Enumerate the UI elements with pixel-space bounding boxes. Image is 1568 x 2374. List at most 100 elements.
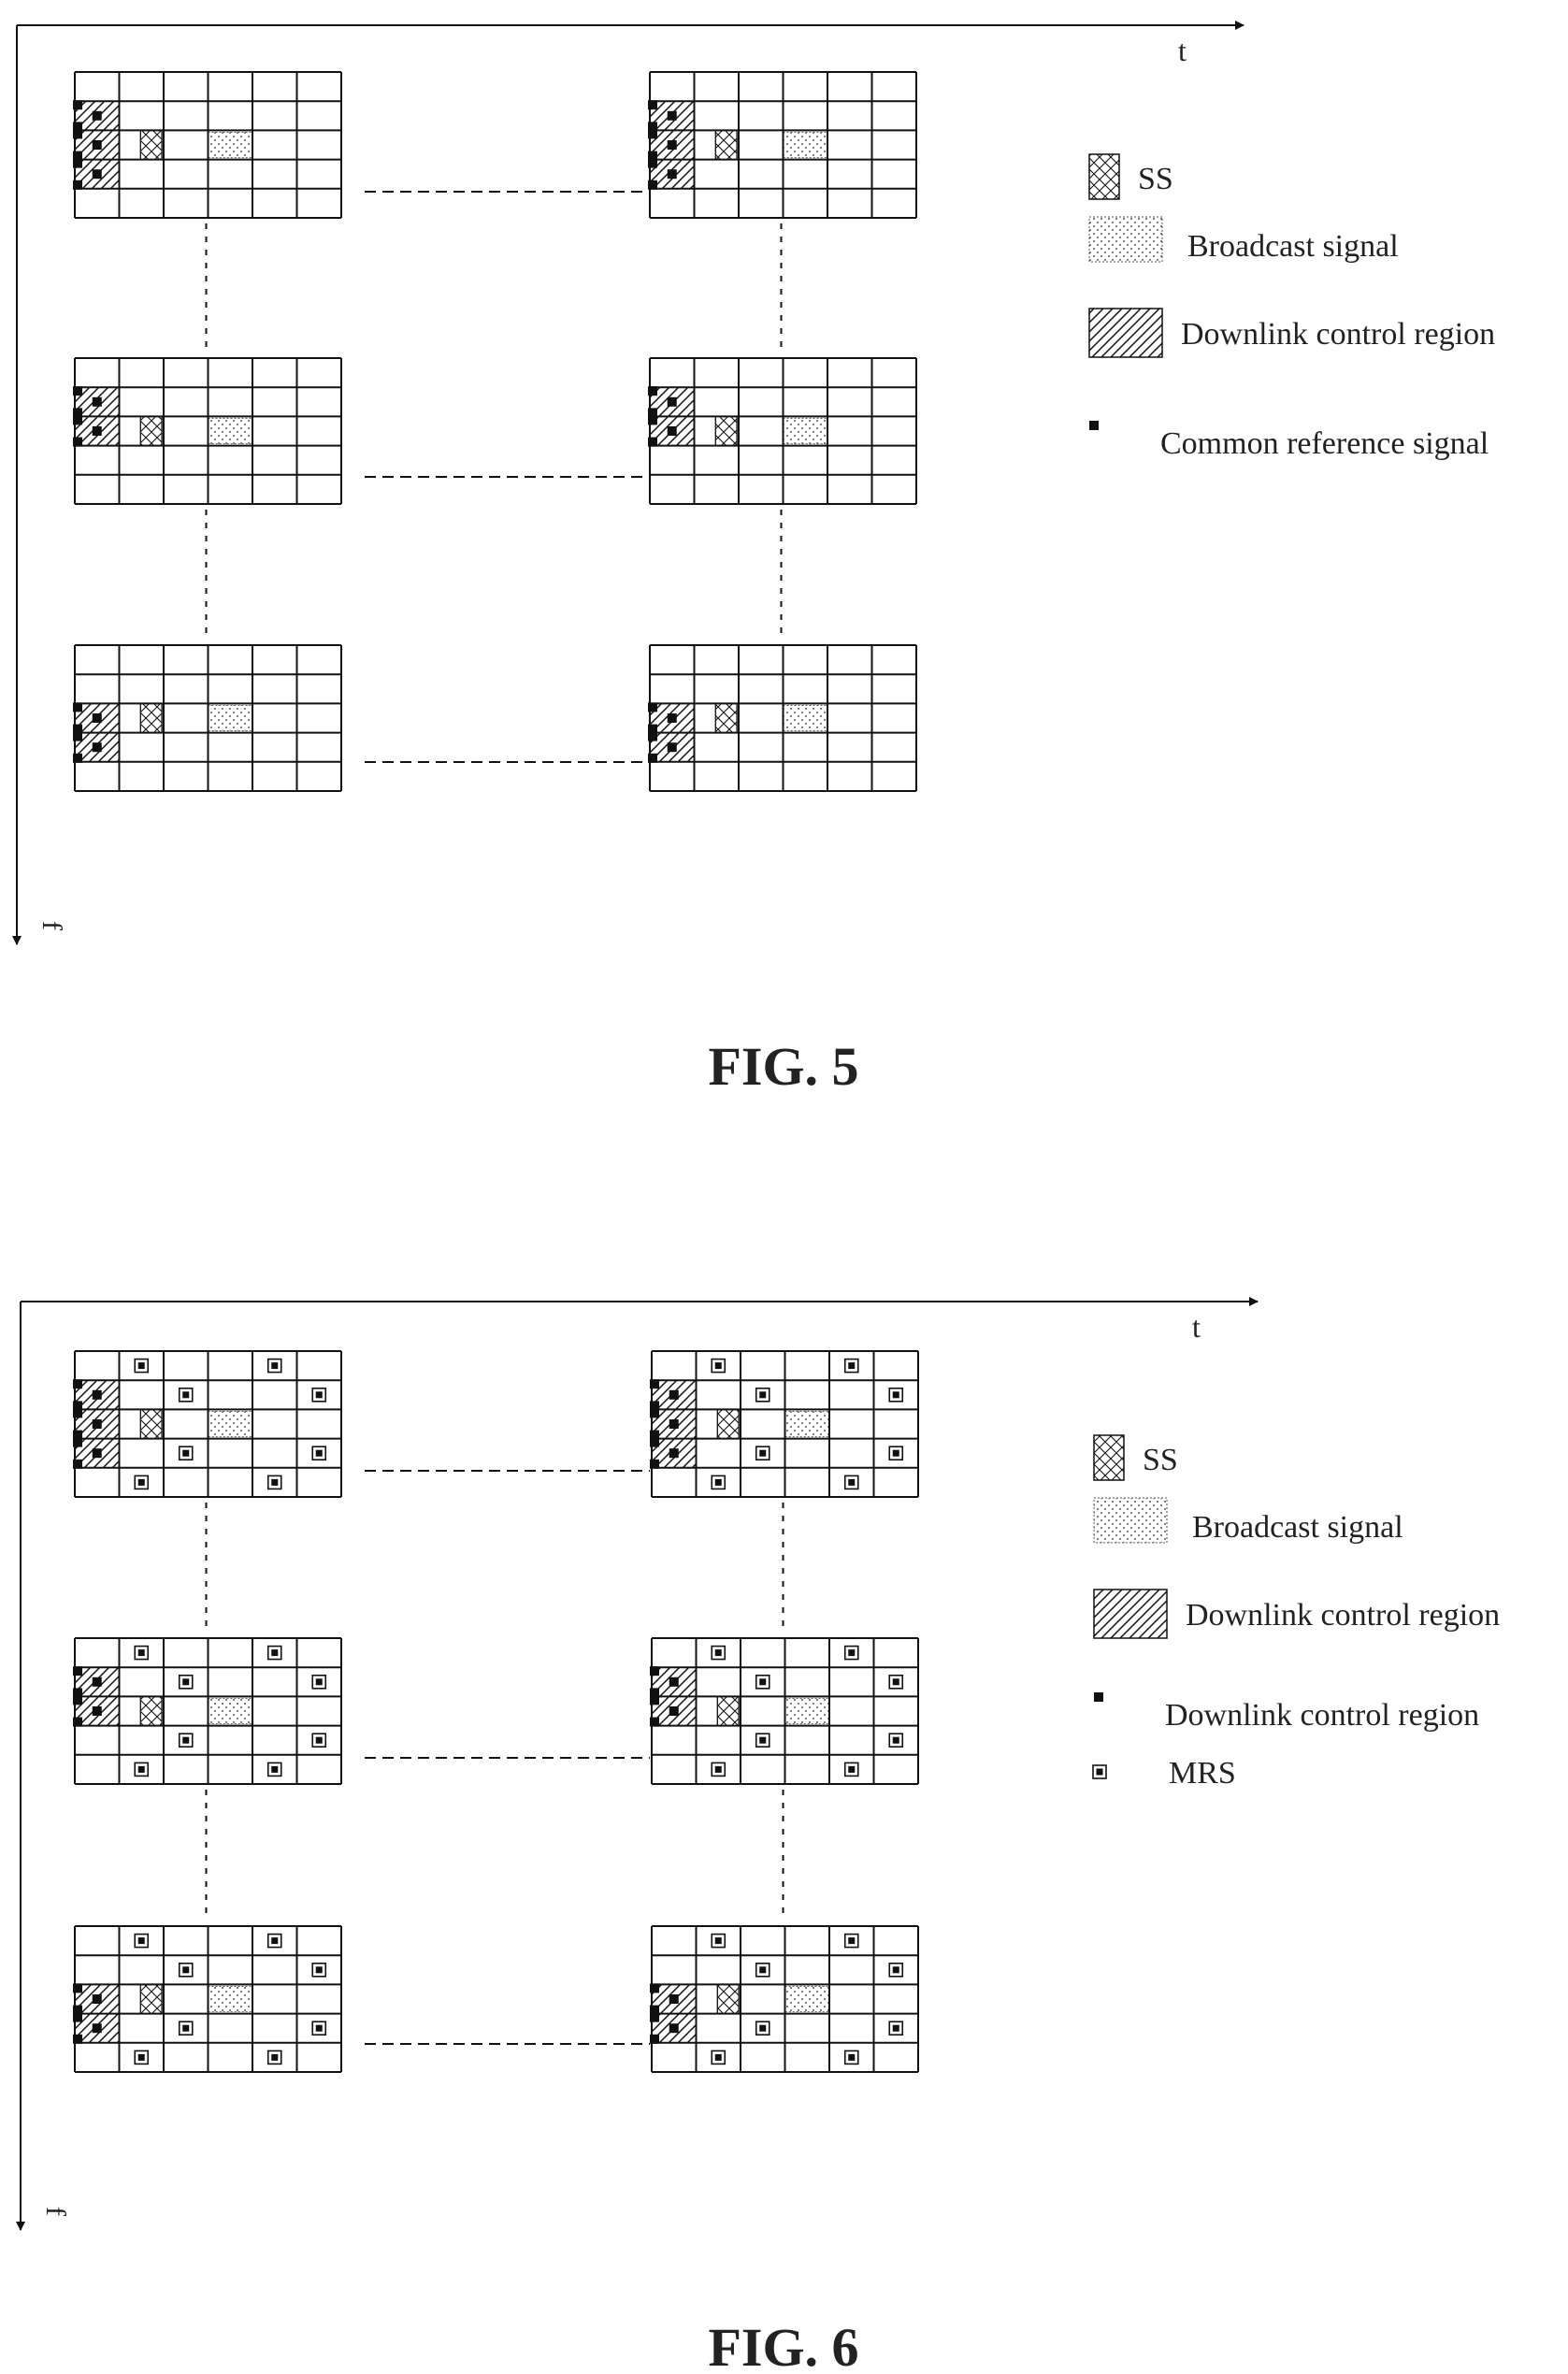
fig6-legend-dl_control-swatch xyxy=(1094,1590,1167,1638)
fig6-block-2-left-crs-mark xyxy=(93,2023,102,2033)
fig6-block-2-left-mrs-mark-core xyxy=(182,2025,189,2032)
fig5-t-label: t xyxy=(1178,34,1187,67)
fig6-block-2-left-mrs-mark-core xyxy=(316,1966,323,1973)
fig6-t-label: t xyxy=(1192,1310,1201,1344)
fig6-block-0-right-mrs-mark-core xyxy=(715,1479,722,1486)
fig6-legend-ss-swatch xyxy=(1094,1435,1124,1480)
fig6-block-2-left-mrs-mark-core xyxy=(316,2025,323,2032)
fig6-block-2-left-mrs-mark-core xyxy=(138,2054,145,2061)
fig6-block-0-left-mrs-mark-core xyxy=(316,1391,323,1398)
fig6-block-0-right-crs-mark xyxy=(669,1448,679,1458)
fig6-block-0-left-mrs-mark-core xyxy=(138,1362,145,1369)
fig6-block-1-right-mrs-mark-core xyxy=(893,1678,899,1685)
fig5-f-label: f xyxy=(36,921,67,930)
fig6-block-1-right-crs-mark xyxy=(669,1706,679,1716)
fig5-block-0-right-ss-cell xyxy=(715,130,737,159)
fig6-legend-broadcast-swatch xyxy=(1094,1498,1167,1543)
fig6-block-0-right-mrs-mark-core xyxy=(759,1450,766,1457)
fig6-block-1-right-mrs-mark-core xyxy=(848,1766,855,1773)
fig6-block-0-right-ss-cell xyxy=(717,1409,739,1438)
fig5-block-2-right-ss-cell xyxy=(715,703,737,732)
fig6-block-0-left-mrs-mark-core xyxy=(182,1391,189,1398)
fig6-legend-crs-swatch xyxy=(1094,1692,1103,1702)
fig6-legend-mrs-label: MRS xyxy=(1169,1756,1236,1791)
fig6-block-2-left-mrs-mark-core xyxy=(138,1937,145,1944)
fig5-legend-dl_control-label: Downlink control region xyxy=(1181,317,1495,352)
fig6-block-2-right-broadcast-cell xyxy=(785,1986,830,2011)
fig6-block-1-left-crs-mark xyxy=(93,1706,102,1716)
fig6-block-2-right-mrs-mark-core xyxy=(848,2054,855,2061)
fig5-block-1-left-crs-mark xyxy=(93,397,102,407)
fig6-block-1-left-crs-mark xyxy=(93,1677,102,1687)
fig5-block-2-right-crs-mark xyxy=(668,713,677,723)
fig5-block-2-right-crs-mark xyxy=(668,742,677,752)
fig6-block-1-left-mrs-mark-core xyxy=(138,1649,145,1656)
fig5-block-1-right-crs-mark xyxy=(668,397,677,407)
fig6-block-2-left-mrs-mark-core xyxy=(182,1966,189,1973)
fig5-block-1-right-broadcast-cell xyxy=(784,418,828,443)
fig6-block-0-left-ss-cell xyxy=(140,1409,162,1438)
fig5-block-1-left-crs-mark xyxy=(93,426,102,436)
fig6-block-1-left-mrs-mark-core xyxy=(271,1649,278,1656)
fig6-block-2-right-crs-mark xyxy=(669,2023,679,2033)
fig6-block-0-right-crs-mark xyxy=(669,1390,679,1400)
fig6-block-1-left-broadcast-cell xyxy=(209,1698,253,1723)
fig6-caption: FIG. 6 xyxy=(708,2317,858,2374)
fig6-block-2-left-broadcast-cell xyxy=(209,1986,253,2011)
fig6-block-1-left-mrs-mark-core xyxy=(182,1737,189,1744)
fig6-block-1-left-mrs-mark-core xyxy=(271,1766,278,1773)
fig5-block-0-left-broadcast-cell xyxy=(209,132,253,157)
fig5-legend-broadcast-label: Broadcast signal xyxy=(1187,229,1399,264)
fig6-block-0-right-mrs-mark-core xyxy=(715,1362,722,1369)
fig6-block-1-left-mrs-mark-core xyxy=(316,1678,323,1685)
fig6-block-0-right-crs-mark xyxy=(669,1419,679,1429)
fig6-block-1-right-ss-cell xyxy=(717,1696,739,1725)
fig6-block-0-left-mrs-mark-core xyxy=(271,1479,278,1486)
fig6-block-0-right-mrs-mark-core xyxy=(848,1362,855,1369)
fig6-block-0-right-mrs-mark-core xyxy=(759,1391,766,1398)
fig6-block-0-left-broadcast-cell xyxy=(209,1411,253,1436)
fig6-block-0-left-mrs-mark-core xyxy=(271,1362,278,1369)
fig6-block-2-right-mrs-mark-core xyxy=(715,1937,722,1944)
fig6-block-2-left-ss-cell xyxy=(140,1984,162,2013)
fig6-block-0-right-mrs-mark-core xyxy=(848,1479,855,1486)
fig6-block-1-right-broadcast-cell xyxy=(785,1698,830,1723)
fig6-block-1-left-mrs-mark-core xyxy=(138,1766,145,1773)
fig5-block-0-left-crs-mark xyxy=(93,111,102,121)
fig6-block-2-left-mrs-mark-core xyxy=(271,2054,278,2061)
fig5-block-0-left-crs-mark xyxy=(93,140,102,150)
fig6-block-0-right-mrs-mark-core xyxy=(893,1391,899,1398)
fig5-block-0-right-crs-mark xyxy=(668,140,677,150)
fig6-block-2-right-mrs-mark-core xyxy=(893,2025,899,2032)
fig5-block-1-left-broadcast-cell xyxy=(209,418,253,443)
fig6-block-0-right-mrs-mark-core xyxy=(893,1450,899,1457)
fig6-block-2-right-mrs-mark-core xyxy=(715,2054,722,2061)
fig6-block-2-left-mrs-mark-core xyxy=(271,1937,278,1944)
fig6-legend-mrs-swatch-core xyxy=(1097,1769,1103,1776)
fig6-block-2-left-crs-mark xyxy=(93,1994,102,2004)
fig6-block-1-left-ss-cell xyxy=(140,1696,162,1725)
fig5-block-2-left-ss-cell xyxy=(140,703,162,732)
fig6-block-0-right-broadcast-cell xyxy=(785,1411,830,1436)
fig5-block-2-left-broadcast-cell xyxy=(209,705,253,730)
fig6-block-0-left-crs-mark xyxy=(93,1419,102,1429)
fig6-block-1-left-mrs-mark-core xyxy=(316,1737,323,1744)
fig6-block-1-right-mrs-mark-core xyxy=(759,1678,766,1685)
fig5-block-2-right-broadcast-cell xyxy=(784,705,828,730)
fig6-block-2-right-mrs-mark-core xyxy=(893,1966,899,1973)
fig6-legend-ss-label: SS xyxy=(1143,1443,1178,1477)
fig6-f-label: f xyxy=(40,2207,71,2216)
fig6-block-0-left-mrs-mark-core xyxy=(316,1450,323,1457)
fig6-block-1-right-crs-mark xyxy=(669,1677,679,1687)
fig6-block-1-right-mrs-mark-core xyxy=(848,1649,855,1656)
fig6-block-2-right-mrs-mark-core xyxy=(759,2025,766,2032)
fig6-block-1-left-mrs-mark-core xyxy=(182,1678,189,1685)
fig5-legend-crs-label: Common reference signal xyxy=(1160,426,1489,461)
fig5-legend-dl_control-swatch xyxy=(1089,309,1162,357)
fig6-block-0-left-crs-mark xyxy=(93,1390,102,1400)
fig6-legend-crs-label: Downlink control region xyxy=(1165,1698,1479,1733)
fig6-block-1-right-mrs-mark-core xyxy=(893,1737,899,1744)
fig6-block-0-left-crs-mark xyxy=(93,1448,102,1458)
fig5-block-1-left-ss-cell xyxy=(140,416,162,445)
fig6-legend-dl_control-label: Downlink control region xyxy=(1186,1598,1500,1633)
